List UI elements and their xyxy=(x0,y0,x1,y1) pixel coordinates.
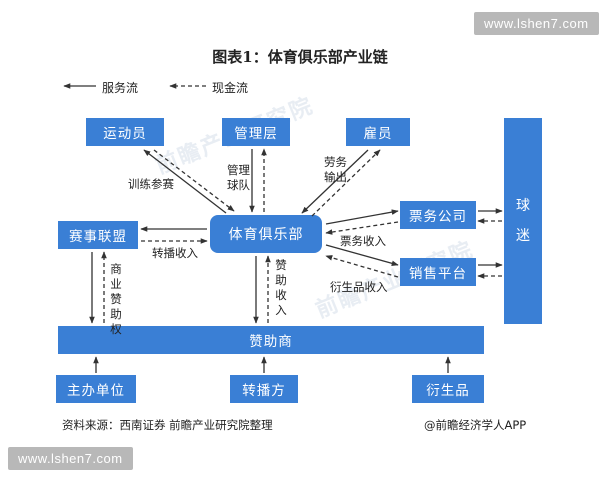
node-league: 赛事联盟 xyxy=(58,221,138,249)
label-training: 训练参赛 xyxy=(128,177,174,191)
node-broadcaster: 转播方 xyxy=(230,375,298,403)
node-fans-char-1: 球 xyxy=(516,198,530,214)
node-athletes: 运动员 xyxy=(86,118,164,146)
arrow-employees-to-club xyxy=(301,149,369,214)
footer-source: 资料来源：西南证券 前瞻产业研究院整理 xyxy=(62,418,273,432)
diagram-title: 图表1：体育俱乐部产业链 xyxy=(212,48,388,66)
footer-brand: @前瞻经济学人APP xyxy=(424,418,527,432)
node-employees: 雇员 xyxy=(346,118,410,146)
node-derivatives: 衍生品 xyxy=(412,375,484,403)
arrow-ticketing-to-club xyxy=(325,221,399,235)
watermark-top: www.lshen7.com xyxy=(474,12,599,35)
node-fans-char-2: 迷 xyxy=(516,228,530,244)
label-broadcast-income: 转播收入 xyxy=(152,246,198,260)
label-derivative-income: 衍生品收入 xyxy=(330,280,388,294)
arrow-club-to-athletes xyxy=(143,149,227,214)
label-ticket-income: 票务收入 xyxy=(340,234,386,248)
node-ticketing: 票务公司 xyxy=(400,201,476,229)
arrow-club-to-ticketing xyxy=(325,209,399,225)
label-labor-output: 劳务输出 xyxy=(324,155,347,184)
legend-cash-flow-label: 现金流 xyxy=(212,81,249,95)
arrow-club-to-employees xyxy=(311,149,381,217)
legend-service-flow-label: 服务流 xyxy=(102,81,139,95)
node-club: 体育俱乐部 xyxy=(210,215,322,253)
node-organizer: 主办单位 xyxy=(56,375,136,403)
watermark-bottom: www.lshen7.com xyxy=(8,447,133,470)
node-management: 管理层 xyxy=(222,118,290,146)
label-manage-team: 管理球队 xyxy=(227,163,250,192)
node-fans: 球 迷 xyxy=(504,118,542,324)
arrow-sales-to-club xyxy=(325,255,399,278)
arrow-club-to-sales xyxy=(325,244,399,267)
node-sales-platform: 销售平台 xyxy=(400,258,476,286)
node-sponsors: 赞助商 xyxy=(58,326,484,354)
arrow-athletes-to-club xyxy=(153,149,235,212)
label-commercial-sponsorship: 商业赞助权 xyxy=(110,262,122,336)
label-sponsor-income: 赞助收入 xyxy=(275,258,287,317)
